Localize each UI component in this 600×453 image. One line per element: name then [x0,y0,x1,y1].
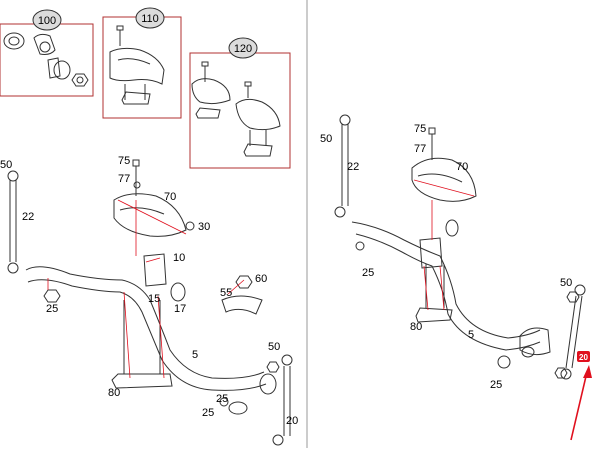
label-75-right[interactable]: 75 [414,123,426,135]
label-50-left[interactable]: 50 [0,159,12,171]
label-17-left[interactable]: 17 [174,303,186,315]
highlighted-part-label: 20 [579,353,588,362]
right-part-labels: 75 50 77 22 70 25 80 5 50 25 [320,123,572,391]
label-20-left[interactable]: 20 [286,415,298,427]
left-red-overlays [47,199,245,379]
callout-120-label: 120 [234,43,252,55]
label-15-left[interactable]: 15 [148,293,160,305]
right-assembly-drawing [334,114,586,380]
kit-100-box[interactable] [0,23,94,97]
kit-110-parts [109,25,165,105]
callout-100-label: 100 [38,15,56,27]
callout-120[interactable]: 120 [228,37,258,59]
label-70-right[interactable]: 70 [456,161,468,173]
label-60-left[interactable]: 60 [255,273,267,285]
label-25b-right[interactable]: 25 [490,379,502,391]
left-assembly-drawing [7,159,293,446]
label-55-left[interactable]: 55 [220,287,232,299]
label-50b-left[interactable]: 50 [268,341,280,353]
kit-100-parts [3,32,89,87]
label-22-right[interactable]: 22 [347,161,359,173]
label-25a-right[interactable]: 25 [362,267,374,279]
label-10-left[interactable]: 10 [173,252,185,264]
red-pointer-arrow-icon [570,365,592,441]
label-70-left[interactable]: 70 [164,191,176,203]
label-25b-left[interactable]: 25 [202,407,214,419]
label-5-right[interactable]: 5 [468,329,474,341]
kit-120-box[interactable] [189,52,291,169]
label-5-left[interactable]: 5 [192,349,198,361]
label-80-right[interactable]: 80 [410,321,422,333]
label-25a-left[interactable]: 25 [46,303,58,315]
label-77-left[interactable]: 77 [118,173,130,185]
label-22-left[interactable]: 22 [22,211,34,223]
label-50a-right[interactable]: 50 [320,133,332,145]
label-77-right[interactable]: 77 [414,143,426,155]
kit-110-box[interactable] [102,16,182,119]
label-25c-left[interactable]: 25 [216,393,228,405]
label-50b-right[interactable]: 50 [560,277,572,289]
left-part-labels: 50 22 75 77 70 30 10 15 17 55 60 25 5 80… [0,155,298,427]
highlighted-part-badge[interactable]: 20 [577,351,590,362]
label-75-left[interactable]: 75 [118,155,130,167]
callout-110-label: 110 [141,13,159,25]
callout-100[interactable]: 100 [32,9,62,31]
callout-110[interactable]: 110 [135,7,165,29]
label-30-left[interactable]: 30 [198,221,210,233]
right-red-overlays [413,179,475,311]
label-80-left[interactable]: 80 [108,387,120,399]
kit-120-parts [191,61,281,157]
